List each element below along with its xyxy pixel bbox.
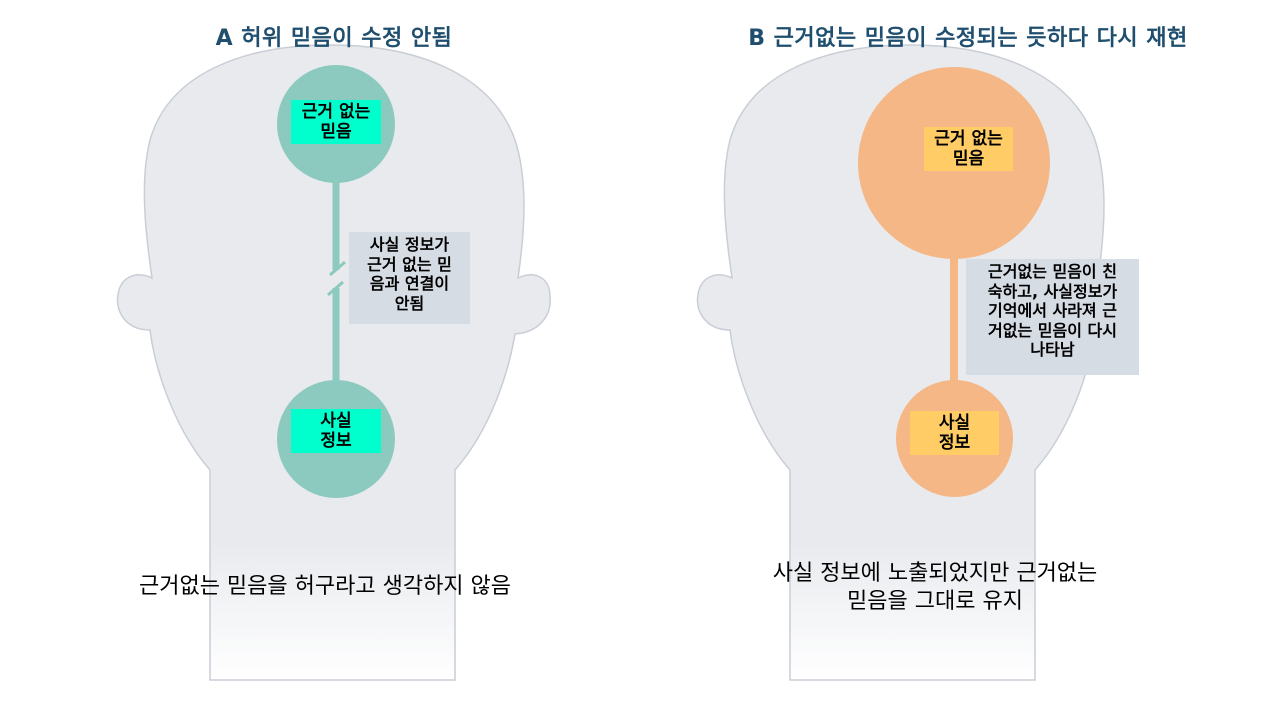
panel-caption: 근거없는 믿음을 허구라고 생각하지 않음 — [138, 574, 512, 599]
fact-info-label: 사실 정보 — [291, 409, 381, 453]
unfounded-belief-label: 근거 없는 믿음 — [291, 100, 381, 144]
explanation-note: 사실 정보가 근거 없는 믿 음과 연결이 안됨 — [349, 232, 470, 324]
panel-title: A 허위 믿음이 수정 안됨 — [215, 26, 453, 51]
head-silhouette-a — [116, 44, 551, 681]
panel-a: A 허위 믿음이 수정 안됨 근거 없는 믿음 사실 정보 사실 정보가 근거 … — [116, 26, 551, 681]
panel-caption: 사실 정보에 노출되었지만 근거없는 믿음을 그대로 유지 — [772, 561, 1098, 614]
panel-title: B 근거없는 믿음이 수정되는 듯하다 다시 재현 — [748, 26, 1188, 51]
explanation-note: 근거없는 믿음이 친 숙하고, 사실정보가 기억에서 사라져 근 거없는 믿음이… — [966, 259, 1139, 375]
unfounded-belief-label: 근거 없는 믿음 — [924, 127, 1013, 171]
fact-info-label: 사실 정보 — [910, 411, 999, 455]
panel-b: B 근거없는 믿음이 수정되는 듯하다 다시 재현 근거 없는 믿음 사실 정보… — [640, 0, 1280, 720]
